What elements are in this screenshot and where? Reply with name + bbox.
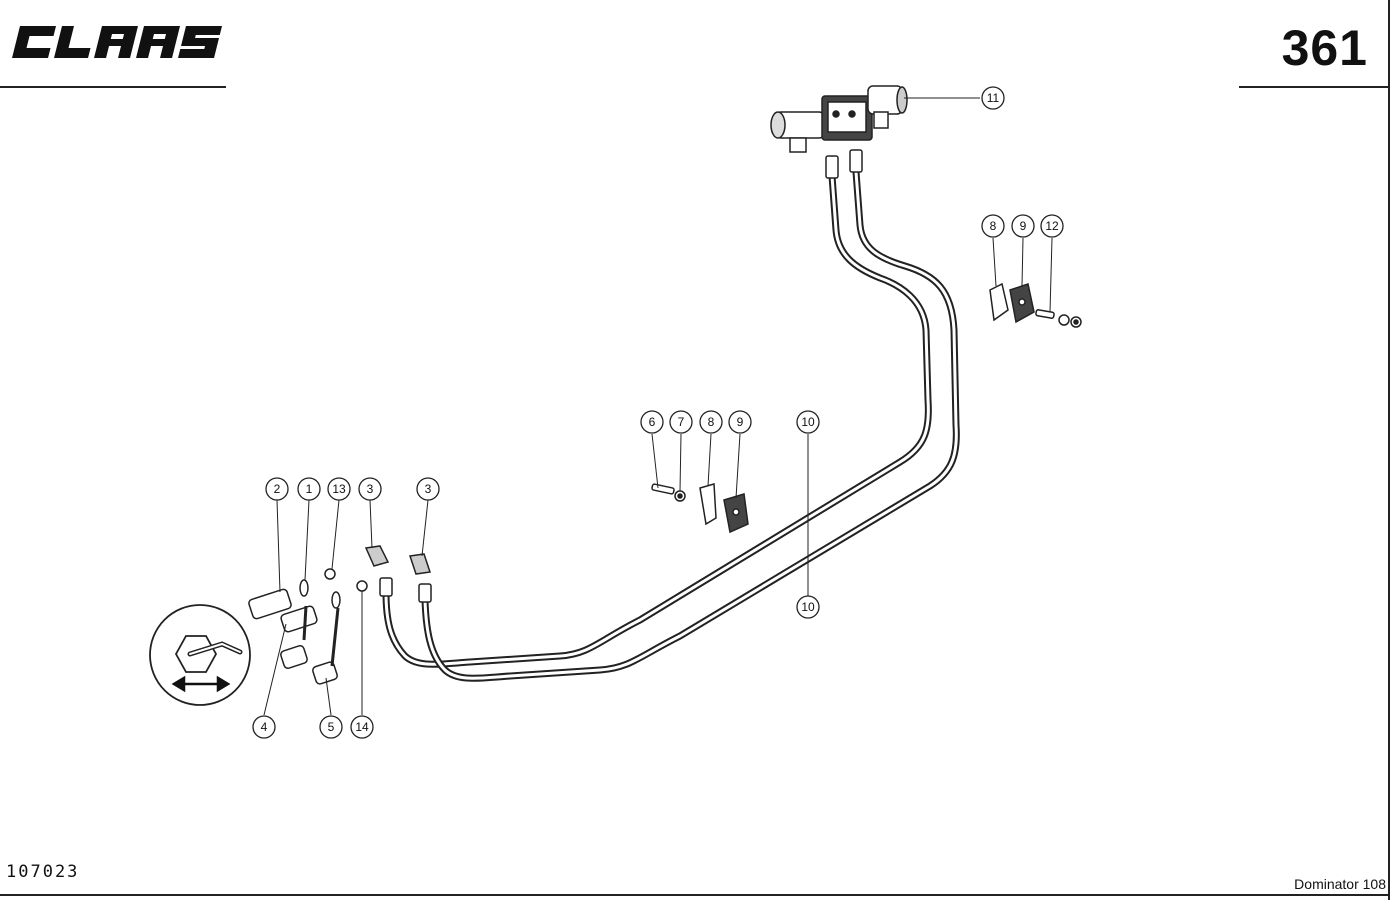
- callout-label: 4: [261, 720, 268, 734]
- callout-circle: [981, 86, 1005, 110]
- callout-label: 3: [367, 482, 374, 496]
- callout-circle: [252, 715, 276, 739]
- callout-markers: 2 1 13 3 3 4 5 14 6 7 8 9 10 10 11 8 9 12: [252, 86, 1064, 739]
- callout-c13: 13: [327, 477, 351, 501]
- callout-label: 1: [306, 482, 313, 496]
- callout-c5: 5: [319, 715, 343, 739]
- callout-circle: [358, 477, 382, 501]
- callout-circle: [297, 477, 321, 501]
- callout-label: 9: [737, 415, 744, 429]
- callout-label: 13: [332, 482, 346, 496]
- callout-label: 8: [708, 415, 715, 429]
- callout-circle: [1040, 214, 1064, 238]
- callout-circle: [640, 410, 664, 434]
- callout-circle: [796, 410, 820, 434]
- double-arrow-icon: [171, 675, 231, 693]
- header-rule-left: [0, 86, 226, 88]
- drawing-number: 107023: [6, 862, 80, 882]
- callout-c2: 2: [265, 477, 289, 501]
- callout-circle: [981, 214, 1005, 238]
- page-border-right: [1388, 0, 1390, 900]
- callout-circle: [1011, 214, 1035, 238]
- callout-circle: [416, 477, 440, 501]
- callout-circle: [728, 410, 752, 434]
- callout-label: 2: [274, 482, 281, 496]
- fitting-set-left: [248, 545, 431, 685]
- callout-c9a: 9: [728, 410, 752, 434]
- control-valve-block: [770, 85, 908, 153]
- callout-circle: [350, 715, 374, 739]
- callout-label: 9: [1020, 219, 1027, 233]
- callout-c6: 6: [640, 410, 664, 434]
- callout-circle: [265, 477, 289, 501]
- callout-circle: [319, 715, 343, 739]
- callout-c8a: 8: [699, 410, 723, 434]
- callout-c4: 4: [252, 715, 276, 739]
- model-name: Dominator 108: [1294, 876, 1386, 892]
- hydraulic-hose-pair: [382, 168, 960, 682]
- callout-c12: 12: [1040, 214, 1064, 238]
- footer-rule: [0, 894, 1390, 896]
- callout-label: 10: [801, 600, 815, 614]
- callout-circle: [669, 410, 693, 434]
- clamp-assembly-middle: [651, 483, 749, 534]
- callout-c11: 11: [981, 86, 1005, 110]
- clamp-assembly-right: [989, 282, 1082, 328]
- hose-end-fittings: [379, 149, 863, 603]
- callout-label: 12: [1045, 219, 1059, 233]
- callout-c1: 1: [297, 477, 321, 501]
- callout-circle: [699, 410, 723, 434]
- callout-label: 5: [328, 720, 335, 734]
- callout-label: 14: [355, 720, 369, 734]
- callout-c10a: 10: [796, 410, 820, 434]
- callout-circle: [796, 595, 820, 619]
- leader-lines: [263, 97, 1053, 716]
- callout-c7: 7: [669, 410, 693, 434]
- callout-label: 8: [990, 219, 997, 233]
- callout-c3a: 3: [358, 477, 382, 501]
- callout-c10b: 10: [796, 595, 820, 619]
- detail-inset: [149, 604, 251, 706]
- callout-c9b: 9: [1011, 214, 1035, 238]
- callout-label: 11: [987, 91, 1000, 105]
- callout-c8b: 8: [981, 214, 1005, 238]
- callout-c3b: 3: [416, 477, 440, 501]
- callout-label: 7: [678, 415, 685, 429]
- callout-label: 10: [801, 415, 815, 429]
- callout-label: 3: [425, 482, 432, 496]
- callout-circle: [327, 477, 351, 501]
- header-rule-right: [1239, 86, 1389, 88]
- page-number: 361: [1281, 20, 1368, 76]
- callout-c14: 14: [350, 715, 374, 739]
- callout-label: 6: [649, 415, 656, 429]
- claas-logo: [12, 26, 223, 58]
